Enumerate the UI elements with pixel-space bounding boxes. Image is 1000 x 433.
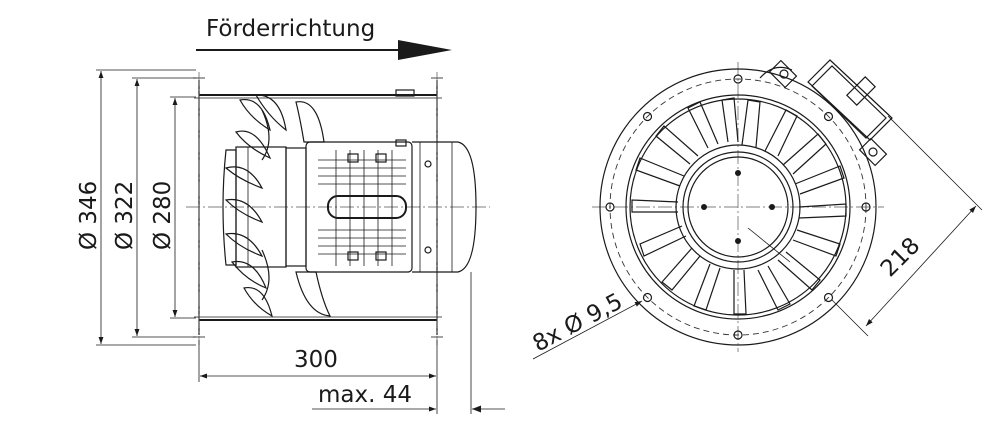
dim-motor-overhang: max. 44 <box>318 382 412 408</box>
diameter-dimensions: Ø 346 Ø 322 Ø 280 <box>76 69 196 346</box>
front-view-dimensions: 8x Ø 9,5 218 <box>529 115 983 360</box>
length-dimensions: 300 max. 44 <box>198 272 505 414</box>
front-view <box>592 59 893 352</box>
flow-direction-indicator: Förderrichtung <box>196 16 452 60</box>
dim-bolt-holes: 8x Ø 9,5 <box>529 289 627 358</box>
front-impeller-blades <box>631 97 847 315</box>
dim-diameter-flange: Ø 322 <box>112 181 138 250</box>
impeller-blades <box>224 94 332 318</box>
dim-diameter-inner: Ø 280 <box>150 181 176 250</box>
dim-terminal-box-extent: 218 <box>876 233 925 282</box>
side-view <box>186 72 490 345</box>
terminal-box <box>759 59 893 167</box>
flow-direction-label: Förderrichtung <box>206 16 375 42</box>
dim-length: 300 <box>294 347 338 373</box>
flow-arrow-icon <box>398 40 452 60</box>
motor <box>285 139 477 273</box>
dim-diameter-outer: Ø 346 <box>76 181 102 250</box>
